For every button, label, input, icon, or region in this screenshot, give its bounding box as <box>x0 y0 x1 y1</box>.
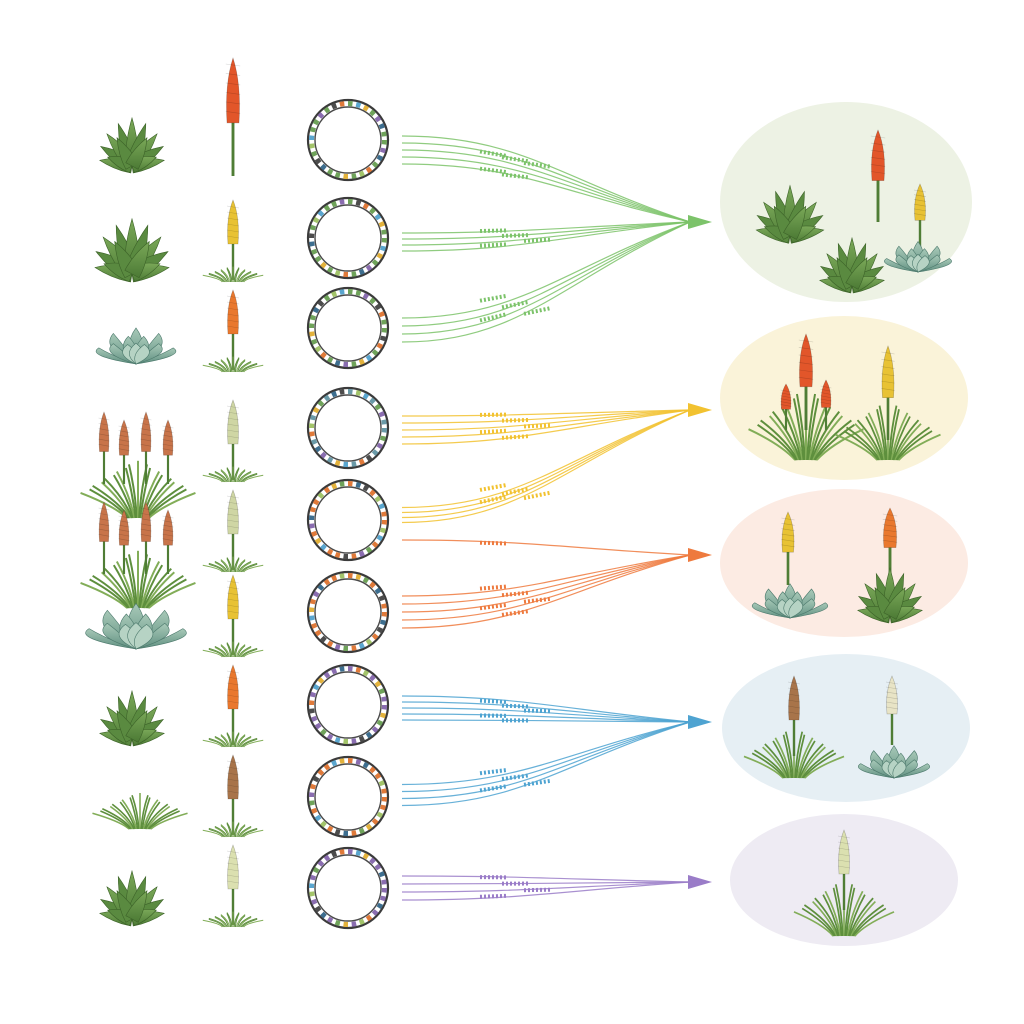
sequence-read-mark <box>480 701 506 702</box>
orange-flower-spike-icon <box>203 665 263 747</box>
group-oval <box>720 316 968 480</box>
sequence-read-mark <box>480 244 506 245</box>
genome-rings <box>308 100 388 928</box>
succulent-rosette-icon <box>96 328 176 364</box>
group-arrow-head <box>688 715 712 729</box>
sequence-read-mark <box>502 776 528 779</box>
sequence-read-mark <box>502 174 528 177</box>
connector-line <box>402 555 690 596</box>
connector-line <box>402 222 690 239</box>
sequence-read-mark <box>480 605 506 608</box>
sequence-read-mark <box>480 485 506 490</box>
grass-clump-icon <box>92 793 187 829</box>
connector-line <box>402 540 690 555</box>
agave-rosette-icon <box>95 219 169 282</box>
connector-lines <box>402 136 712 900</box>
sequence-read-mark <box>480 431 506 432</box>
cream-flower-spike-icon <box>203 490 263 572</box>
sequence-read-mark <box>524 425 550 426</box>
connector-line <box>402 555 690 628</box>
connector-line <box>402 876 690 882</box>
genome-ring <box>308 572 388 652</box>
group-arrow-head <box>688 548 712 562</box>
plant-column <box>81 118 196 926</box>
red-hot-poker-orange-icon <box>226 58 240 176</box>
connector-line <box>402 222 690 318</box>
group-oval <box>720 489 968 637</box>
yellow-flower-spike-icon <box>203 575 263 657</box>
sequence-read-mark <box>480 770 506 773</box>
sequence-read-mark <box>480 296 506 301</box>
group-arrow-head <box>688 875 712 889</box>
connector-line <box>402 157 690 222</box>
genome-ring <box>308 665 388 745</box>
cream-flower-spike-icon <box>203 400 263 482</box>
sequence-read-mark <box>480 587 506 589</box>
group-arrow-head <box>688 403 712 417</box>
group-arrow-head <box>688 215 712 229</box>
agave-rosette-icon <box>100 691 164 746</box>
orange-flower-spike-icon <box>203 290 263 372</box>
flower-column <box>203 58 263 927</box>
succulent-rosette-icon <box>86 603 187 649</box>
genome-ring <box>308 848 388 928</box>
brown-flower-spike-icon <box>203 755 263 837</box>
genome-ring <box>308 100 388 180</box>
group-oval <box>722 654 970 802</box>
sequence-read-mark <box>502 611 528 615</box>
sequence-read-mark <box>502 157 528 161</box>
sequence-read-mark <box>502 593 528 595</box>
connector-line <box>402 722 690 792</box>
connector-line <box>402 722 690 785</box>
agave-rosette-icon <box>100 871 164 926</box>
genome-ring <box>308 388 388 468</box>
yellow-flower-spike-icon <box>203 200 263 282</box>
sequence-read-mark <box>502 302 528 307</box>
connector-line <box>402 164 690 222</box>
genome-ring <box>308 480 388 560</box>
group-ovals <box>720 102 972 946</box>
genome-ring <box>308 198 388 278</box>
genome-ring <box>308 288 388 368</box>
genome-ring <box>308 757 388 837</box>
agave-rosette-icon <box>100 118 164 173</box>
connector-line <box>402 410 690 513</box>
connector-line <box>402 410 690 508</box>
pale-flower-spike-icon <box>203 845 263 927</box>
grass-clump-with-spikes-icon <box>81 412 196 518</box>
